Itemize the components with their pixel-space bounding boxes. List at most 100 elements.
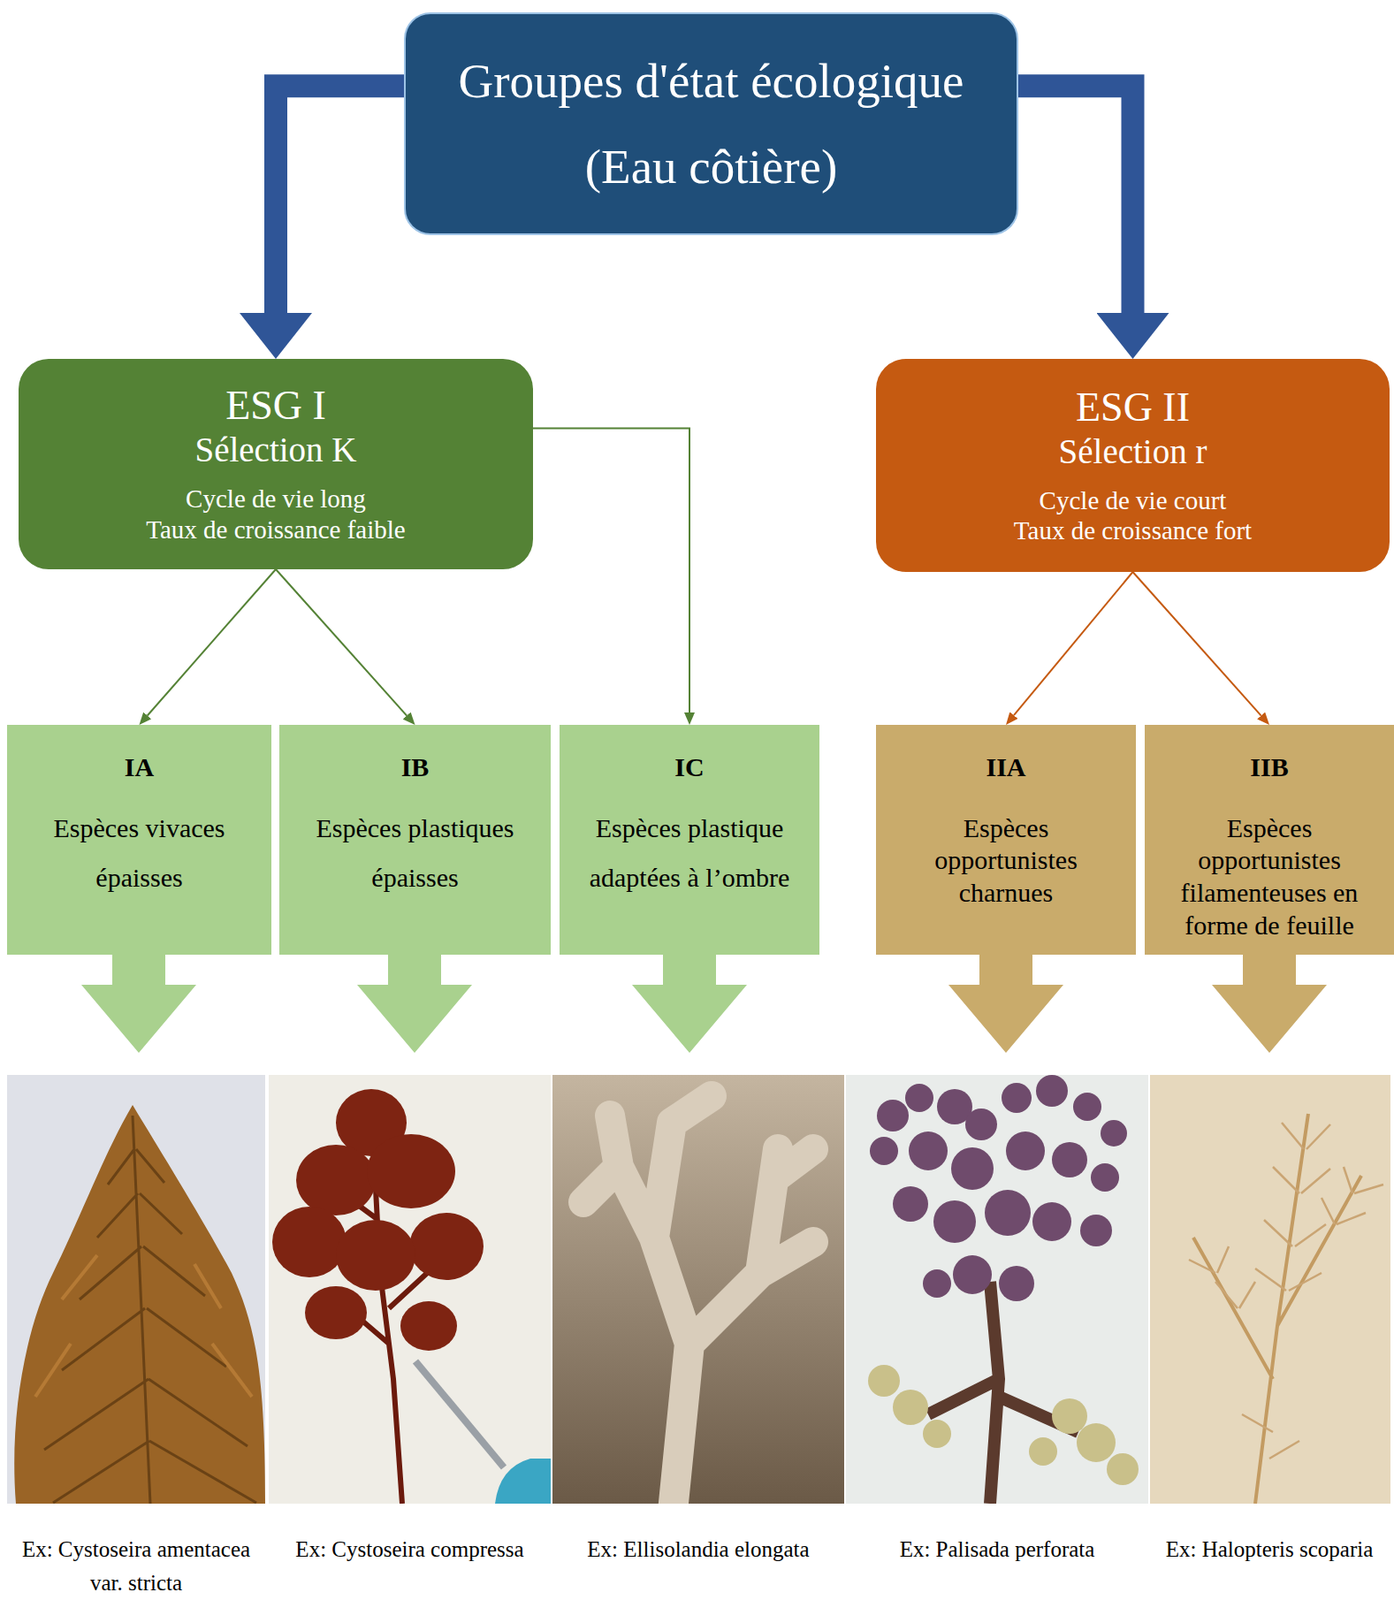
connector-arrow [1013,571,1134,716]
photo-palisada-perforata-part-part [1028,1437,1058,1466]
photo-palisada-perforata-part-part [922,1269,952,1298]
box-text: Taux de croissance faible [145,514,405,546]
down-arrow-tan-part [1211,952,1327,1053]
box-text: Espèces plastiques épaisses [295,803,535,902]
photo-palisada-perforata-part-part [1001,1082,1032,1113]
photo-cystoseira-compressa-part [296,1144,376,1216]
photo-ellisolandia-elongata [552,1074,845,1504]
photo-palisada-perforata-part-part [933,1200,976,1243]
photo-palisada-perforata-part-part [1076,1423,1116,1463]
subgroup-box: IA Espèces vivaces épaisses [7,724,272,955]
photo-palisada-perforata-part-part [905,1083,934,1113]
photo-cystoseira-amentacea-part [14,1104,266,1504]
subgroup-box: IIA Espèces opportunistes charnues [876,724,1136,955]
photo-halopteris-scoparia-part [1188,1122,1384,1459]
box-heading: IIB [1249,751,1288,784]
box-heading: IB [401,751,430,784]
photo-palisada-perforata-part-part [998,1265,1035,1302]
photo-cystoseira-compressa-part [409,1212,484,1280]
down-arrow-tan-part [948,952,1064,1053]
down-arrow-green [81,952,747,1053]
photo-palisada-perforata-part-part [984,1189,1031,1236]
photo-palisada-perforata-part-part [1090,1163,1120,1192]
photo-palisada-perforata-part-part [1080,1214,1113,1247]
group-box: ESG ISélection K Cycle de vie longTaux de… [18,358,534,570]
down-arrow-green-part [632,952,747,1053]
photo-palisada-perforata-part [845,1074,1149,1504]
connector-arrow [1018,85,1134,313]
box-text: Espèces opportunistes charnues [891,812,1120,911]
photo-cystoseira-compressa-part [495,1458,551,1504]
connector-arrow [147,569,276,716]
connector-arrow [275,85,404,313]
photo-cystoseira-amentacea [7,1074,266,1504]
box-text: Espèces opportunistes filamenteuses en f… [1160,812,1379,944]
box-text: Sélection K [194,429,357,472]
photo-palisada-perforata-part-part [1106,1453,1139,1486]
photo-palisada-perforata-part-part [952,1255,992,1295]
connector-arrow [1133,571,1262,717]
photo-halopteris-scoparia-part [1150,1074,1391,1504]
photo-cystoseira-compressa-part [304,1286,367,1340]
subgroup-box: IB Espèces plastiques épaisses [279,724,551,955]
photo-cystoseira-compressa [268,1074,551,1504]
photo-palisada-perforata-part-part [1100,1119,1128,1147]
photo-palisada-perforata-part-part [868,1364,900,1397]
box-text: (Eau côtière) [585,138,838,195]
photo-palisada-perforata-part-part [892,1186,929,1222]
photo-palisada-perforata-part-part [1005,1131,1045,1171]
photo-palisada-perforata-part-part [965,1108,998,1141]
photo-palisada-perforata-part [928,1281,1079,1504]
photo-palisada-perforata-part-part [1051,1398,1088,1434]
photo-palisada-perforata-part-part [892,1389,929,1425]
photo-cystoseira-compressa-part [366,1134,456,1209]
species-caption: Ex: Palisada perforata [845,1532,1149,1567]
photo-palisada-perforata-part-part [869,1136,899,1166]
photo-palisada-perforata-part-part [1032,1202,1072,1242]
photo-palisada-perforata-part-part [1051,1142,1088,1178]
species-caption: Ex: Halopteris scoparia [1148,1532,1391,1567]
photo-halopteris-scoparia [1150,1074,1391,1504]
photo-cystoseira-compressa-part [335,1219,416,1291]
box-heading: IIA [985,751,1026,784]
box-text: Cycle de vie court [1039,485,1227,517]
photo-cystoseira-amentacea-part [44,1115,257,1504]
box-text: Cycle de vie long [185,483,366,515]
photo-palisada-perforata-part-part [1035,1074,1068,1107]
box-heading: Groupes d'état écologique [458,53,965,109]
down-arrow-green-part [357,952,473,1053]
photo-cystoseira-compressa-part [400,1301,458,1351]
species-caption: Ex: Cystoseira compressa [268,1532,551,1567]
subgroup-box: IIB Espèces opportunistes filamenteuses e… [1144,724,1394,955]
subgroup-box: IC Espèces plastique adaptées à l’ombre [559,724,820,955]
photo-cystoseira-compressa-part [272,1206,347,1278]
down-arrow-tan [948,952,1327,1053]
photo-palisada-perforata-part-part [908,1131,948,1171]
photo-cystoseira-compressa-part [415,1361,504,1468]
connector-arrow [275,569,407,717]
species-caption: Ex: Cystoseira amentacea var. stricta [7,1532,266,1600]
photo-ellisolandia-elongata-part [583,1096,814,1504]
box-text: Espèces plastique adaptées à l’ombre [575,803,804,902]
group-box: ESG IISélection rCycle de vie courtTaux … [876,358,1390,572]
box-text: Taux de croissance fort [1013,515,1252,547]
photo-cystoseira-amentacea-part [35,1255,252,1397]
photo-cystoseira-amentacea-part [7,1074,266,1504]
photo-ellisolandia-elongata-part [552,1074,845,1504]
photo-palisada-perforata-part [869,1074,1128,1302]
species-caption: Ex: Ellisolandia elongata [552,1532,845,1567]
box-heading: ESG II [1075,384,1190,432]
box-heading: IC [674,751,704,784]
photo-palisada-perforata [845,1074,1149,1504]
photo-palisada-perforata-part-part [922,1419,952,1448]
photo-palisada-perforata-part-part [951,1147,994,1190]
box-text: Espèces vivaces épaisses [22,803,256,902]
photo-cystoseira-compressa-part [268,1074,551,1504]
photo-palisada-perforata-part-part [876,1099,909,1132]
root-box: Groupes d'état écologique (Eau côtière) [403,12,1019,236]
photo-palisada-perforata-part-part [1073,1092,1102,1121]
connector-arrow [533,428,690,713]
box-heading: ESG I [225,382,327,430]
box-heading: IA [124,751,154,784]
photo-palisada-perforata-part [868,1364,1139,1486]
